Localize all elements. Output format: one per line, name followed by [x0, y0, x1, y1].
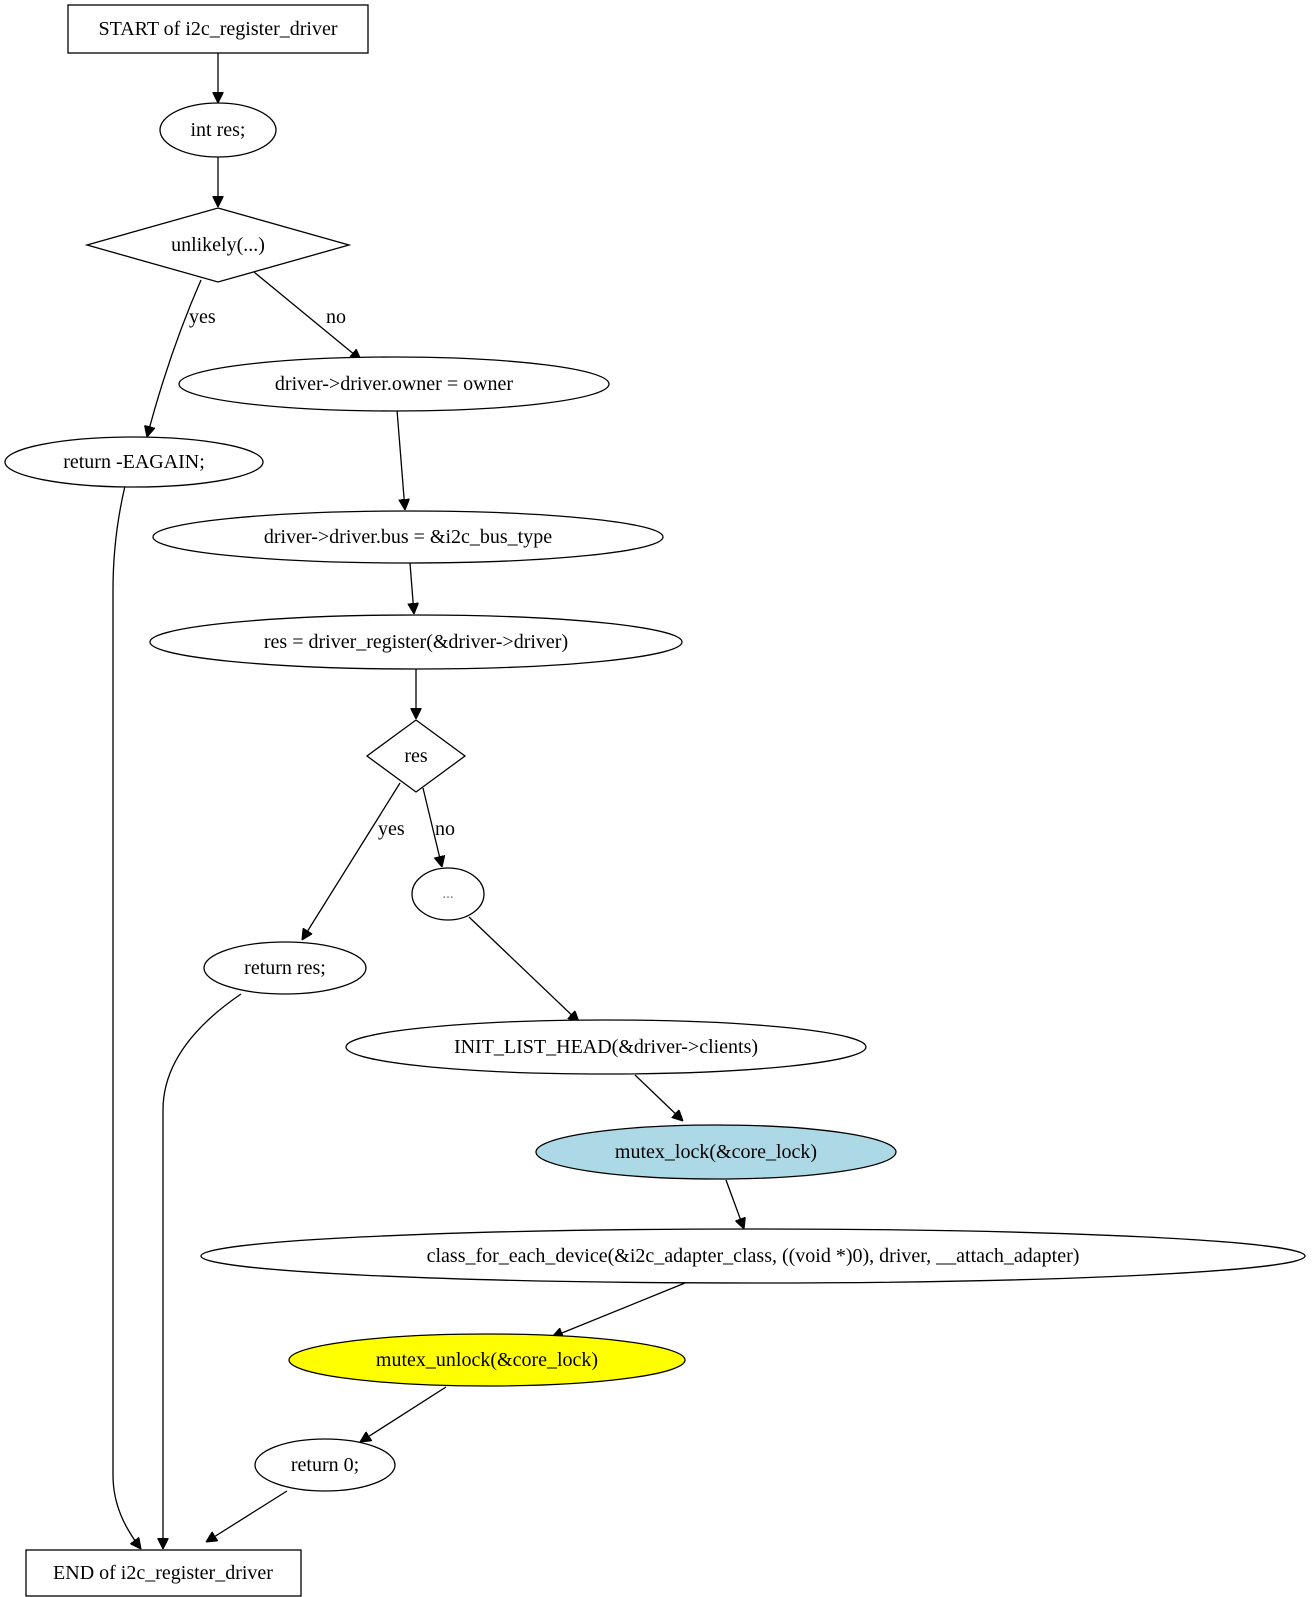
edge-eagain-to-end	[112, 485, 141, 1549]
node-unlock: mutex_unlock(&core_lock)	[288, 1333, 686, 1387]
node-ret-eagain-label: return -EAGAIN;	[63, 451, 205, 473]
node-ret-zero: return 0;	[254, 1438, 396, 1492]
edge-owner-to-bus	[396, 409, 405, 510]
node-ellipsis: ...	[411, 867, 485, 921]
node-ret-res-shape	[203, 941, 367, 995]
edge-unlikely-no	[253, 271, 361, 360]
node-start-label: START of i2c_register_driver	[99, 18, 338, 40]
edge-label-unlikely-yes: yes	[189, 306, 216, 328]
edge-return0-to-end	[206, 1490, 288, 1542]
node-init-list-label: INIT_LIST_HEAD(&driver->clients)	[454, 1036, 758, 1058]
node-ellipsis-label: ...	[442, 886, 453, 902]
node-check-res-label: res	[404, 745, 428, 767]
edge-lock-to-foreach	[725, 1179, 744, 1229]
node-check-unlikely-shape	[84, 207, 352, 283]
edge-res-yes	[302, 782, 401, 940]
edge-ellipsis-to-init	[468, 916, 579, 1022]
node-start: START of i2c_register_driver	[67, 4, 369, 54]
node-lock: mutex_lock(&core_lock)	[535, 1124, 897, 1180]
node-ret-res-label: return res;	[244, 957, 326, 979]
node-set-owner-shape	[178, 356, 610, 412]
node-call-register: res = driver_register(&driver->driver)	[149, 614, 683, 670]
edge-label-unlikely-no: no	[326, 306, 346, 328]
node-end: END of i2c_register_driver	[25, 1549, 302, 1597]
node-check-unlikely: unlikely(...)	[84, 207, 352, 283]
node-set-bus: driver->driver.bus = &i2c_bus_type	[152, 510, 664, 564]
node-lock-label: mutex_lock(&core_lock)	[615, 1141, 817, 1163]
node-ret-zero-shape	[254, 1438, 396, 1492]
node-set-owner-label: driver->driver.owner = owner	[275, 373, 514, 395]
edge-labels: yes no yes no	[189, 306, 455, 840]
node-call-register-label: res = driver_register(&driver->driver)	[264, 631, 568, 653]
node-set-owner: driver->driver.owner = owner	[178, 356, 610, 412]
node-decl-label: int res;	[191, 119, 246, 141]
edge-label-res-yes: yes	[378, 818, 405, 840]
edge-label-res-no: no	[435, 818, 455, 840]
node-start-box	[67, 4, 369, 54]
node-init-list: INIT_LIST_HEAD(&driver->clients)	[345, 1019, 867, 1075]
node-end-label: END of i2c_register_driver	[53, 1562, 273, 1584]
edges	[112, 53, 744, 1549]
node-for-each-label: class_for_each_device(&i2c_adapter_class…	[427, 1245, 1080, 1267]
edge-bus-to-register	[410, 562, 414, 614]
node-ellipsis-shape	[411, 867, 485, 921]
edge-init-to-lock	[634, 1074, 683, 1121]
node-init-list-shape	[345, 1019, 867, 1075]
node-unlock-label: mutex_unlock(&core_lock)	[376, 1349, 598, 1371]
edge-res-no	[422, 787, 442, 867]
edge-retres-to-end	[163, 993, 242, 1549]
node-lock-shape	[535, 1124, 897, 1180]
node-ret-eagain: return -EAGAIN;	[4, 436, 264, 488]
node-for-each: class_for_each_device(&i2c_adapter_class…	[200, 1228, 1306, 1284]
node-decl-shape	[159, 102, 277, 158]
node-check-res-shape	[365, 719, 467, 793]
node-end-box	[25, 1549, 302, 1597]
node-ret-eagain-shape	[4, 436, 264, 488]
node-ret-res: return res;	[203, 941, 367, 995]
node-for-each-shape	[200, 1228, 1306, 1284]
node-check-unlikely-label: unlikely(...)	[171, 234, 265, 256]
node-ret-zero-label: return 0;	[291, 1454, 359, 1476]
node-set-bus-label: driver->driver.bus = &i2c_bus_type	[264, 526, 552, 548]
node-check-res: res	[365, 719, 467, 793]
node-unlock-shape	[288, 1333, 686, 1387]
node-set-bus-shape	[152, 510, 664, 564]
edge-foreach-to-unlock	[552, 1282, 686, 1337]
edge-unlock-to-return0	[360, 1386, 447, 1442]
edge-unlikely-yes	[147, 279, 202, 437]
node-decl: int res;	[159, 102, 277, 158]
node-call-register-shape	[149, 614, 683, 670]
